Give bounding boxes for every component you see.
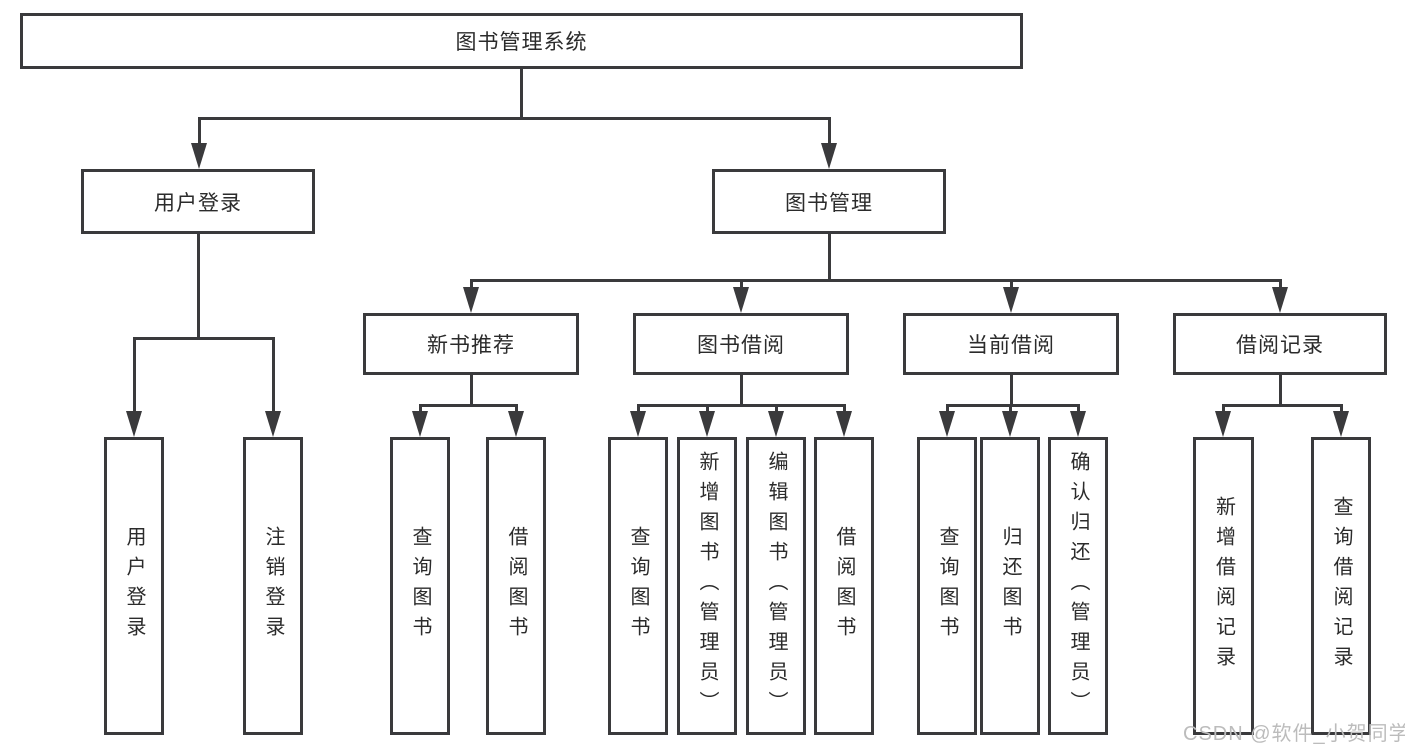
connector-line-vertical bbox=[636, 403, 640, 417]
node-leaf-label: 借阅图书 bbox=[505, 526, 527, 646]
node-leaf-query-book-2: 查询图书 bbox=[608, 437, 668, 735]
node-leaf-label: 用户登录 bbox=[123, 526, 145, 646]
arrowhead-down-icon bbox=[699, 411, 715, 437]
connector-line-vertical bbox=[774, 403, 778, 417]
watermark: CSDN @软件_小贺同学 bbox=[1183, 723, 1405, 745]
connector-line-vertical bbox=[1009, 278, 1013, 293]
arrowhead-down-icon bbox=[733, 287, 749, 313]
node-leaf-label: 查询图书 bbox=[409, 526, 431, 646]
connector-line-vertical bbox=[132, 336, 136, 417]
node-leaf-query-borrow-record: 查询借阅记录 bbox=[1311, 437, 1371, 735]
arrowhead-down-icon bbox=[821, 143, 837, 169]
connector-line-vertical bbox=[514, 403, 518, 417]
node-book-management: 图书管理 bbox=[712, 169, 946, 234]
node-leaf-confirm-return-admin: 确认归还（管理员） bbox=[1048, 437, 1108, 735]
node-leaf-label: 查询图书 bbox=[936, 526, 958, 646]
arrowhead-down-icon bbox=[836, 411, 852, 437]
connector-line-vertical bbox=[271, 336, 275, 417]
node-leaf-add-borrow-record: 新增借阅记录 bbox=[1193, 437, 1254, 735]
node-user-login: 用户登录 bbox=[81, 169, 315, 234]
arrowhead-down-icon bbox=[126, 411, 142, 437]
arrowhead-down-icon bbox=[412, 411, 428, 437]
node-leaf-label: 查询借阅记录 bbox=[1330, 496, 1352, 676]
arrowhead-down-icon bbox=[191, 143, 207, 169]
node-new-book-recommend: 新书推荐 bbox=[363, 313, 579, 375]
connector-line-vertical bbox=[842, 403, 846, 417]
connector-line-vertical bbox=[1009, 375, 1013, 407]
node-leaf-label: 归还图书 bbox=[999, 526, 1021, 646]
arrowhead-down-icon bbox=[1272, 287, 1288, 313]
node-leaf-label: 新增借阅记录 bbox=[1212, 496, 1235, 676]
node-leaf-label: 确认归还（管理员） bbox=[1067, 451, 1089, 721]
connector-line-vertical bbox=[705, 403, 709, 417]
connector-line-vertical bbox=[1278, 278, 1282, 293]
connector-line-horizontal bbox=[1221, 403, 1343, 407]
connector-line-vertical bbox=[1076, 403, 1080, 417]
connector-line-vertical bbox=[1278, 375, 1282, 407]
node-leaf-label: 查询图书 bbox=[627, 526, 649, 646]
connector-line-vertical bbox=[827, 234, 831, 282]
node-leaf-logout: 注销登录 bbox=[243, 437, 303, 735]
arrowhead-down-icon bbox=[1215, 411, 1231, 437]
connector-line-horizontal bbox=[197, 116, 831, 120]
node-leaf-label: 编辑图书（管理员） bbox=[765, 451, 787, 721]
connector-line-vertical bbox=[739, 375, 743, 407]
arrowhead-down-icon bbox=[1333, 411, 1349, 437]
connector-line-vertical bbox=[469, 278, 473, 293]
connector-line-vertical bbox=[519, 69, 523, 120]
node-leaf-query-book-1: 查询图书 bbox=[390, 437, 450, 735]
node-leaf-label: 注销登录 bbox=[262, 526, 284, 646]
arrowhead-down-icon bbox=[768, 411, 784, 437]
connector-line-vertical bbox=[1008, 403, 1012, 417]
node-leaf-borrow-book-1: 借阅图书 bbox=[486, 437, 546, 735]
connector-line-vertical bbox=[418, 403, 422, 417]
node-leaf-label: 借阅图书 bbox=[833, 526, 855, 646]
arrowhead-down-icon bbox=[265, 411, 281, 437]
node-leaf-label: 新增图书（管理员） bbox=[696, 451, 718, 721]
node-book-borrow: 图书借阅 bbox=[633, 313, 849, 375]
arrowhead-down-icon bbox=[1002, 411, 1018, 437]
connector-line-horizontal bbox=[418, 403, 518, 407]
arrowhead-down-icon bbox=[1003, 287, 1019, 313]
node-leaf-add-book-admin: 新增图书（管理员） bbox=[677, 437, 737, 735]
connector-line-vertical bbox=[469, 375, 473, 407]
node-leaf-borrow-book-2: 借阅图书 bbox=[814, 437, 874, 735]
node-leaf-user-login: 用户登录 bbox=[104, 437, 164, 735]
connector-line-vertical bbox=[196, 234, 200, 340]
arrowhead-down-icon bbox=[630, 411, 646, 437]
connector-line-vertical bbox=[827, 116, 831, 149]
arrowhead-down-icon bbox=[463, 287, 479, 313]
connector-line-vertical bbox=[739, 278, 743, 293]
connector-line-horizontal bbox=[469, 278, 1282, 282]
arrowhead-down-icon bbox=[1070, 411, 1086, 437]
arrowhead-down-icon bbox=[508, 411, 524, 437]
node-root: 图书管理系统 bbox=[20, 13, 1023, 69]
connector-line-vertical bbox=[1221, 403, 1225, 417]
node-borrow-records: 借阅记录 bbox=[1173, 313, 1387, 375]
connector-line-horizontal bbox=[132, 336, 275, 340]
node-leaf-query-book-3: 查询图书 bbox=[917, 437, 977, 735]
connector-line-vertical bbox=[1339, 403, 1343, 417]
arrowhead-down-icon bbox=[939, 411, 955, 437]
connector-line-horizontal bbox=[945, 403, 1080, 407]
connector-line-vertical bbox=[945, 403, 949, 417]
connector-line-vertical bbox=[197, 116, 201, 149]
node-leaf-return-book: 归还图书 bbox=[980, 437, 1040, 735]
node-current-borrow: 当前借阅 bbox=[903, 313, 1119, 375]
node-leaf-edit-book-admin: 编辑图书（管理员） bbox=[746, 437, 806, 735]
